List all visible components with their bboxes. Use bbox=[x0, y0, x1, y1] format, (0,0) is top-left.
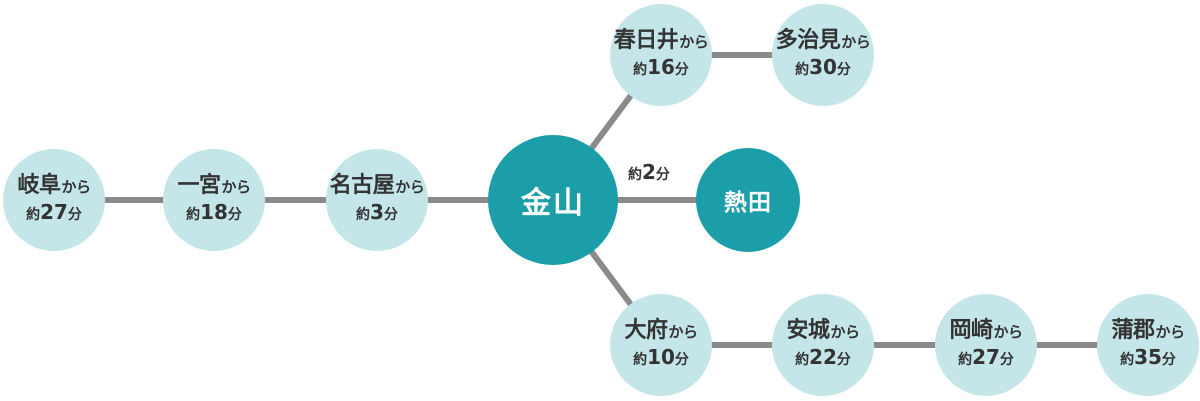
station-name: 一宮 bbox=[177, 173, 221, 198]
travel-minutes: 35 bbox=[1134, 345, 1162, 369]
travel-minutes: 18 bbox=[200, 200, 228, 224]
hub-kanayama: 金山 bbox=[488, 135, 618, 265]
station-ichinomiya: 一宮から 約18分 bbox=[163, 149, 265, 251]
hub-name: 金山 bbox=[521, 186, 585, 221]
station-name: 安城 bbox=[786, 318, 830, 343]
station-kasugai: 春日井から 約16分 bbox=[610, 4, 712, 106]
station-nagoya: 名古屋から 約3分 bbox=[326, 149, 428, 251]
station-gifu: 岐阜から 約27分 bbox=[3, 149, 105, 251]
travel-minutes: 22 bbox=[809, 345, 837, 369]
travel-minutes: 30 bbox=[809, 55, 837, 79]
station-tajimi: 多治見から 約30分 bbox=[772, 4, 874, 106]
travel-minutes: 27 bbox=[972, 345, 1000, 369]
station-obu: 大府から 約10分 bbox=[610, 294, 712, 396]
station-name: 岡崎 bbox=[949, 318, 993, 343]
station-gamagori: 蒲郡から 約35分 bbox=[1097, 294, 1199, 396]
travel-minutes: 27 bbox=[40, 200, 68, 224]
station-name: 多治見 bbox=[775, 28, 841, 53]
travel-minutes: 3 bbox=[370, 200, 384, 224]
station-name: 大府 bbox=[624, 318, 668, 343]
station-anjo: 安城から 約22分 bbox=[772, 294, 874, 396]
station-name: 春日井 bbox=[613, 28, 679, 53]
station-okazaki: 岡崎から 約27分 bbox=[935, 294, 1037, 396]
atsuta-travel-time: 約2分 bbox=[628, 160, 670, 184]
station-name: 名古屋 bbox=[329, 173, 395, 198]
station-name: 蒲郡 bbox=[1111, 318, 1155, 343]
travel-minutes: 10 bbox=[647, 345, 675, 369]
station-atsuta: 熱田 bbox=[696, 148, 800, 252]
station-name: 熱田 bbox=[724, 190, 772, 216]
travel-minutes: 16 bbox=[647, 55, 675, 79]
station-name: 岐阜 bbox=[17, 173, 61, 198]
